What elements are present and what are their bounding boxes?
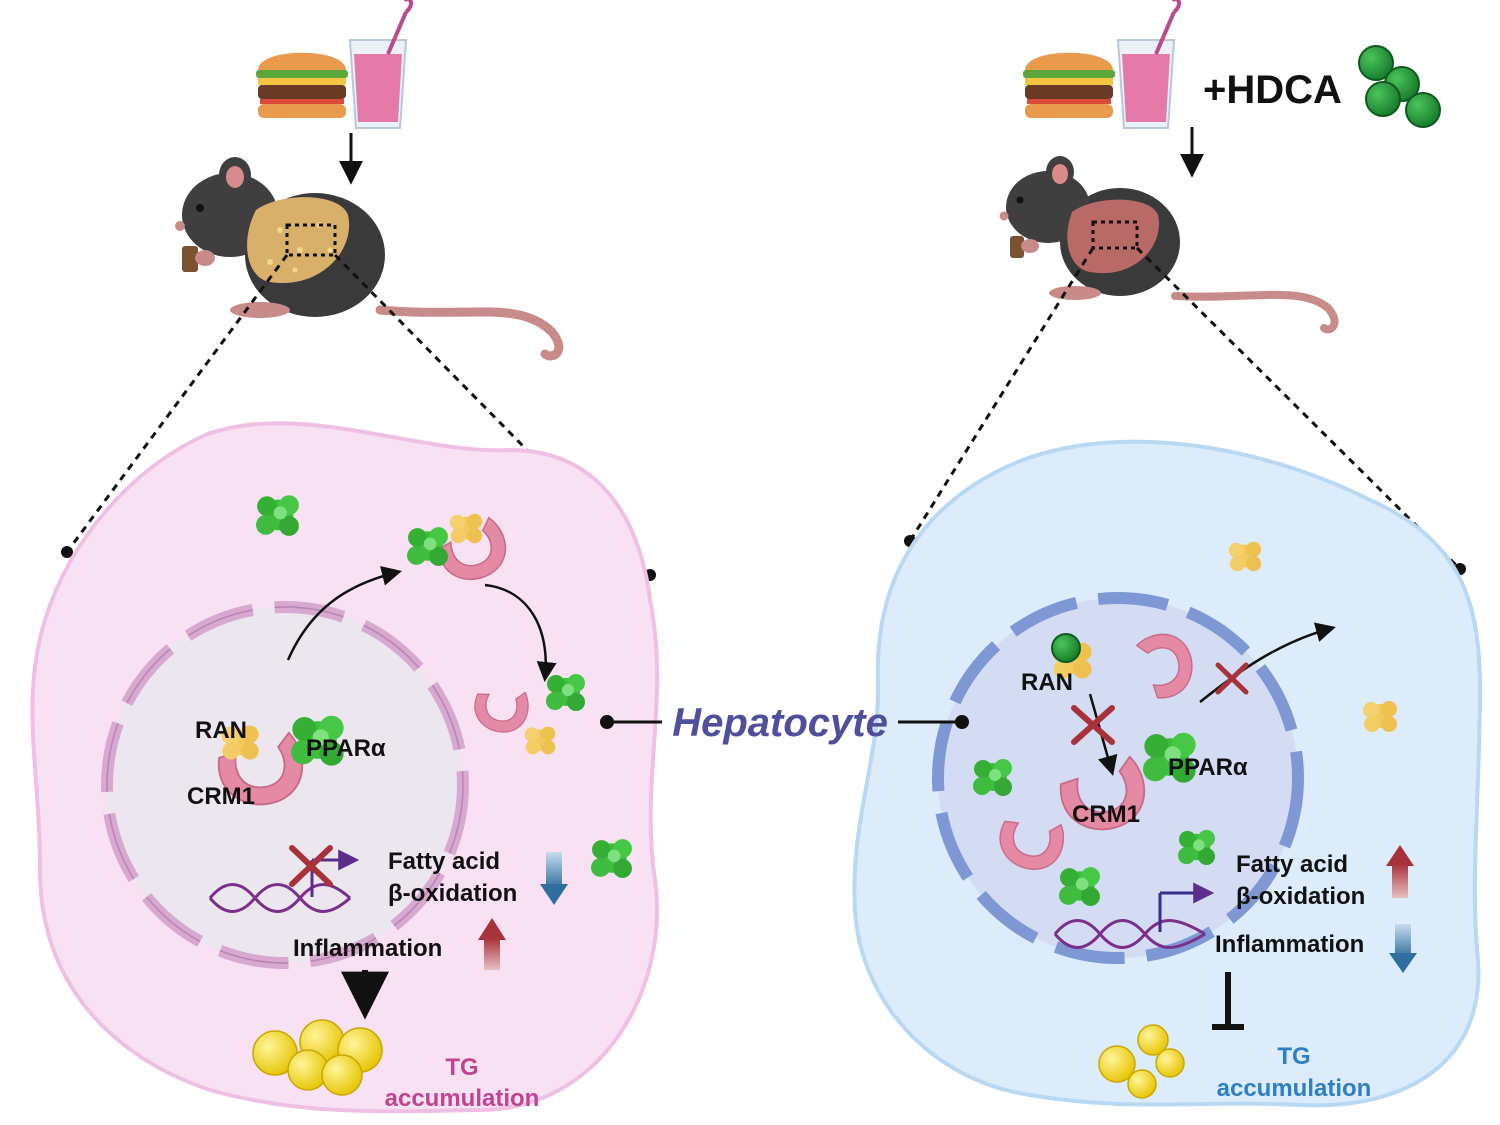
- crm1-label: CRM1: [187, 783, 255, 810]
- left-mouse: [175, 157, 564, 361]
- ran-protein: [524, 726, 556, 755]
- treatment-label: +HDCA: [1203, 68, 1342, 112]
- ran-protein: [1228, 541, 1262, 572]
- export-block-cross-icon: [1215, 662, 1249, 695]
- ppara-label-right: PPARα: [1168, 754, 1248, 781]
- right-mouse: [999, 156, 1339, 334]
- left-hepatocyte: RAN PPARα CRM1 Fatty acid β-oxidation In…: [30, 421, 660, 1114]
- blocked-export-arrow: [1199, 622, 1336, 703]
- left-food-group: [256, 0, 413, 185]
- ran-protein: [1363, 701, 1397, 732]
- smoothie-glass-icon: [348, 0, 413, 129]
- inhibition-bar-icon: [1212, 972, 1244, 1030]
- lipid-droplets-icon: [252, 1019, 383, 1096]
- fatty-acid-label-right: Fatty acid: [1236, 851, 1348, 878]
- down-arrow-icon-right: [1389, 924, 1417, 973]
- beta-oxidation-label-right: β-oxidation: [1236, 883, 1365, 910]
- right-food-group: +HDCA: [1023, 0, 1441, 178]
- crm1-label-right: CRM1: [1072, 801, 1140, 828]
- inflammation-label: Inflammation: [293, 935, 442, 962]
- hdca-molecule-icon: [1358, 45, 1441, 128]
- right-hepatocyte: RAN PPARα CRM1 Fatty acid β-oxidation In…: [852, 439, 1483, 1108]
- burger-icon: [256, 52, 348, 118]
- tg-accumulation-label: accumulation: [385, 1085, 540, 1112]
- right-nuclear-envelope: [932, 592, 1304, 964]
- left-zoom-box: [285, 223, 337, 257]
- hepatocyte-label: Hepatocyte: [672, 701, 888, 745]
- up-arrow-icon-right: [1386, 845, 1414, 898]
- burger-icon-right: [1023, 52, 1115, 118]
- tg-accumulation-label-right: accumulation: [1217, 1075, 1372, 1102]
- ran-label-right: RAN: [1021, 669, 1073, 696]
- up-arrow-icon: [478, 918, 506, 970]
- ppara-label: PPARα: [306, 735, 386, 762]
- tg-label-right: TG: [1277, 1043, 1310, 1070]
- inhibition-cross-icon: [289, 845, 333, 887]
- ran-label: RAN: [195, 717, 247, 744]
- hepatocyte-callout: Hepatocyte: [600, 701, 969, 745]
- beta-oxidation-label: β-oxidation: [388, 880, 517, 907]
- fatty-acid-label: Fatty acid: [388, 848, 500, 875]
- smoothie-glass-icon-right: [1116, 0, 1181, 129]
- down-arrow-icon: [540, 852, 568, 905]
- right-zoom-box: [1091, 220, 1139, 250]
- ran-hdca-complex: [1051, 633, 1092, 679]
- dna-helix-icon-right: [1053, 882, 1215, 949]
- lipid-droplets-icon-right: [1098, 1024, 1185, 1099]
- binding-block-cross-icon: [1071, 705, 1115, 745]
- inflammation-label-right: Inflammation: [1215, 931, 1364, 958]
- dissociation-arrow: [484, 583, 557, 682]
- nuclear-export-arrow: [286, 566, 402, 661]
- tg-label: TG: [445, 1054, 478, 1081]
- healthy-liver-icon: [1067, 199, 1160, 274]
